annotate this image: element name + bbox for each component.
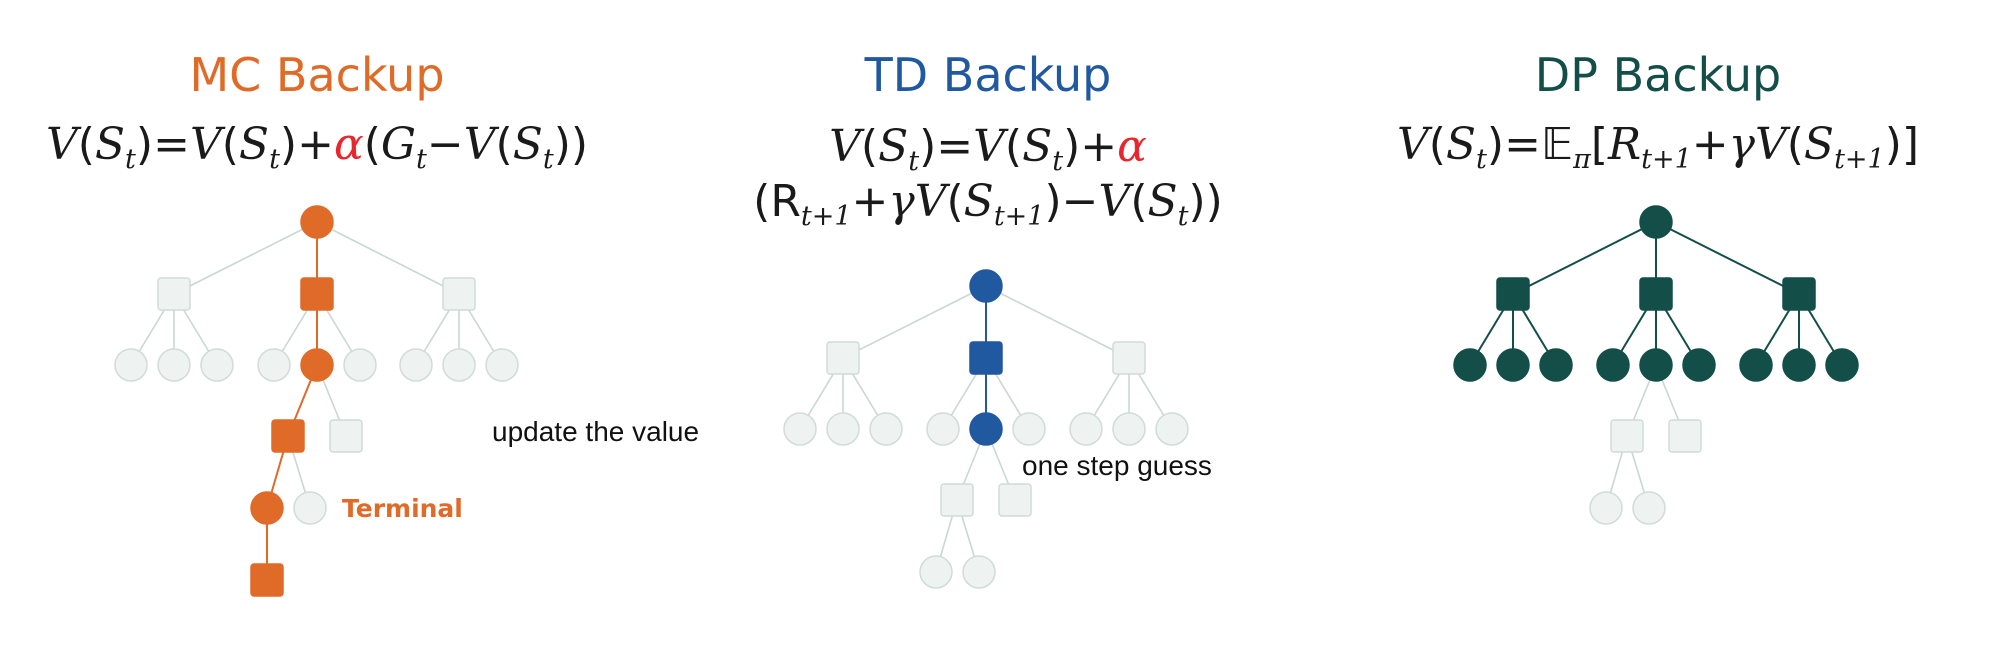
td-state-node [962, 555, 996, 589]
td-state-node [919, 555, 953, 589]
mc-state-node [157, 348, 191, 382]
mc-title: MC Backup [189, 48, 445, 102]
td-equation: V(St)=V(St)+α (Rt+1+γV(St+1)−V(St)) [753, 121, 1223, 232]
dp-action-node [1639, 277, 1673, 311]
td-action-node [826, 341, 860, 375]
dp-tree-edge [1512, 221, 1657, 295]
td-state-node [1112, 412, 1146, 446]
dp-state-node [1639, 348, 1673, 382]
one-step-guess-annotation: one step guess [1022, 450, 1212, 481]
dp-equation: V(St)=𝔼π[Rt+1+γV(St+1)] [1396, 119, 1920, 175]
dp-title: DP Backup [1534, 48, 1782, 102]
td-title: TD Backup [864, 48, 1112, 102]
mc-root-state [300, 205, 334, 239]
mc-tree-edge [173, 221, 318, 295]
dp-state-node [1496, 348, 1530, 382]
mc-state-node [293, 491, 327, 525]
mc-state-node [114, 348, 148, 382]
update-value-annotation: update the value [492, 416, 700, 447]
mc-state-node [343, 348, 377, 382]
mc-action-node [271, 419, 305, 453]
td-tree-edge [842, 285, 987, 359]
mc-state-node [399, 348, 433, 382]
td-state-node [1155, 412, 1189, 446]
td-action-node [998, 483, 1032, 517]
dp-state-node [1539, 348, 1573, 382]
td-state-node [826, 412, 860, 446]
mc-tree-edge [316, 221, 460, 295]
td-state-node [1012, 412, 1046, 446]
td-state-node [1069, 412, 1103, 446]
mc-action-node [300, 277, 334, 311]
mc-state-node [250, 491, 284, 525]
dp-action-node [1496, 277, 1530, 311]
dp-state-node [1632, 491, 1666, 525]
td-action-node [940, 483, 974, 517]
dp-action-node [1668, 419, 1702, 453]
mc-action-node [442, 277, 476, 311]
td-state-node [926, 412, 960, 446]
dp-root-state [1639, 205, 1673, 239]
dp-state-node [1589, 491, 1623, 525]
dp-action-node [1610, 419, 1644, 453]
mc-state-node [300, 348, 334, 382]
dp-state-node [1739, 348, 1773, 382]
mc-state-node [442, 348, 476, 382]
td-tree-edge [985, 285, 1130, 359]
dp-state-node [1453, 348, 1487, 382]
td-state-node [869, 412, 903, 446]
mc-action-node [329, 419, 363, 453]
mc-equation: V(St)=V(St)+α(Gt−V(St)) [45, 119, 589, 175]
dp-action-node [1782, 277, 1816, 311]
td-state-node [783, 412, 817, 446]
dp-state-node [1596, 348, 1630, 382]
mc-state-node [485, 348, 519, 382]
td-root-state [969, 269, 1003, 303]
mc-state-node [257, 348, 291, 382]
td-equation-line2: (Rt+1+γV(St+1)−V(St)) [753, 175, 1223, 232]
dp-state-node [1682, 348, 1716, 382]
td-equation-line1: V(St)=V(St)+α [829, 121, 1147, 177]
mc-state-node [200, 348, 234, 382]
dp-tree-edge [1655, 221, 1800, 295]
td-state-node [969, 412, 1003, 446]
td-action-node [1112, 341, 1146, 375]
mc-terminal-action [250, 563, 284, 597]
dp-state-node [1782, 348, 1816, 382]
td-action-node [969, 341, 1003, 375]
mc-action-node [157, 277, 191, 311]
terminal-label: Terminal [342, 494, 463, 523]
dp-state-node [1825, 348, 1859, 382]
